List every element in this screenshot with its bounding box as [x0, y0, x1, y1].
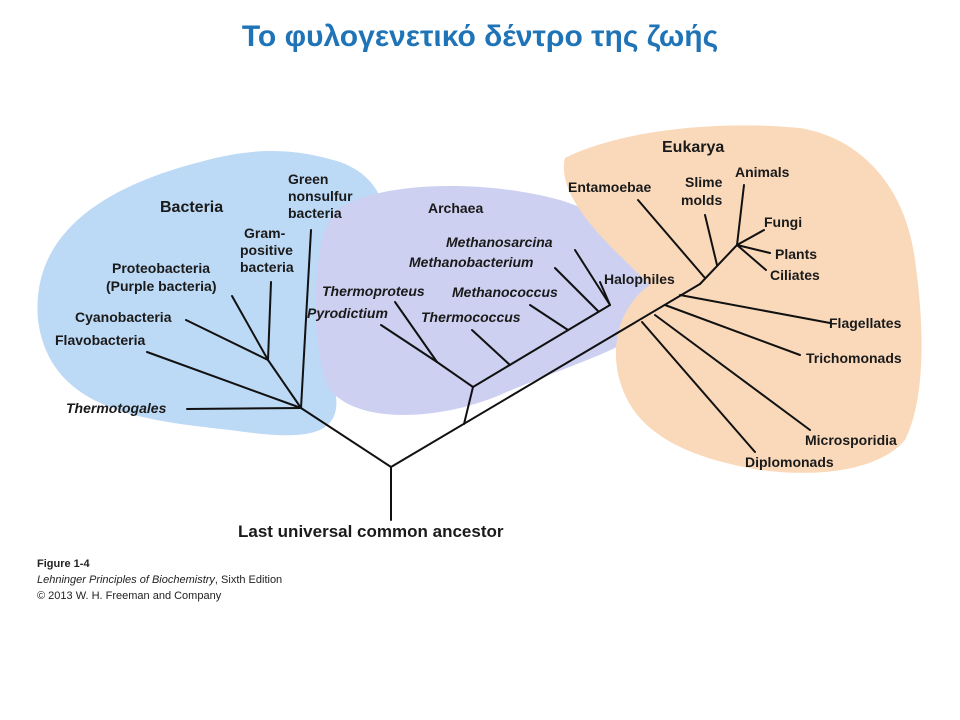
- branch-flagellates: [679, 294, 831, 324]
- eukarya-stem: [699, 244, 738, 285]
- taxon-animals: Animals: [735, 164, 790, 180]
- taxon-entamoebae: Entamoebae: [568, 179, 651, 195]
- archaea-label: Archaea: [428, 200, 483, 216]
- branch-methanosarcina: [574, 249, 611, 306]
- taxon-methanococcus: Methanococcus: [452, 284, 558, 300]
- bacteria-label: Bacteria: [160, 199, 223, 216]
- taxon-thermoproteus: Thermoproteus: [322, 283, 425, 299]
- bacteria-region: [37, 151, 385, 436]
- taxon-proteobacteria: Proteobacteria (Purple bacteria): [106, 260, 216, 294]
- branch-diplomonads: [641, 321, 756, 453]
- eukarya-region: [563, 125, 922, 473]
- branch-thermoproteus: [394, 301, 438, 363]
- taxon-flavobacteria: Flavobacteria: [55, 332, 145, 348]
- branch-gram-positive: [267, 281, 272, 361]
- slide-title: Το φυλογενετικό δέντρο της ζωής: [241, 20, 719, 53]
- archaea-euryarchaeota: [472, 304, 611, 388]
- taxon-flagellates: Flagellates: [829, 315, 902, 331]
- taxon-plants: Plants: [775, 246, 817, 262]
- taxon-green-nonsulfur: Green nonsulfur bacteria: [288, 171, 356, 221]
- archaea-eukarya-stem: [390, 283, 701, 468]
- branch-cyanobacteria: [267, 359, 302, 409]
- taxon-microsporidia: Microsporidia: [805, 432, 897, 448]
- bacteria-stem: [300, 407, 392, 468]
- archaea-region: [315, 186, 668, 415]
- branch-thermococcus: [471, 329, 511, 366]
- branch-methanococcus: [529, 304, 569, 331]
- tree-branches: [146, 184, 831, 521]
- figure-number: Figure 1-4: [37, 558, 90, 570]
- eukarya-label: Eukarya: [662, 139, 724, 156]
- taxon-thermotogales: Thermotogales: [66, 400, 167, 416]
- taxon-trichomonads: Trichomonads: [806, 350, 902, 366]
- figure-copyright: © 2013 W. H. Freeman and Company: [37, 590, 222, 602]
- taxon-cyanobacteria: Cyanobacteria: [75, 309, 172, 325]
- branch-trichomonads: [664, 304, 801, 356]
- taxon-gram-positive: Gram- positive bacteria: [240, 225, 297, 275]
- taxon-ciliates: Ciliates: [770, 267, 820, 283]
- branch-cyanobacteria-tip: [185, 319, 269, 361]
- branch-flavobacteria: [146, 351, 302, 409]
- branch-animals: [736, 184, 745, 246]
- taxon-methanobacterium: Methanobacterium: [409, 254, 533, 270]
- branch-microsporidia: [654, 314, 811, 431]
- taxon-slime-molds: Slime molds: [681, 174, 726, 208]
- branch-entamoebae: [637, 199, 706, 279]
- figure-caption: Figure 1-4 Lehninger Principles of Bioch…: [37, 556, 282, 604]
- figure-source: Lehninger Principles of Biochemistry, Si…: [37, 572, 282, 588]
- branch-slime-molds: [704, 214, 718, 266]
- taxon-methanosarcina: Methanosarcina: [446, 234, 553, 250]
- taxon-pyrodictium: Pyrodictium: [307, 305, 388, 321]
- taxon-thermococcus: Thermococcus: [421, 309, 521, 325]
- branch-methanobacterium: [554, 267, 599, 312]
- branch-pyrodictium: [380, 324, 438, 363]
- taxon-diplomonads: Diplomonads: [745, 454, 834, 470]
- archaea-stem: [463, 386, 474, 425]
- branch-proteobacteria: [231, 295, 269, 361]
- book-edition: , Sixth Edition: [214, 574, 283, 586]
- branch-plants: [736, 244, 771, 254]
- taxon-fungi: Fungi: [764, 214, 802, 230]
- branch-green-nonsulfur: [300, 229, 312, 409]
- branch-halophiles: [599, 281, 611, 306]
- branch-ciliates: [736, 244, 767, 271]
- book-title: Lehninger Principles of Biochemistry: [37, 574, 215, 586]
- branch-thermotogales: [186, 407, 302, 410]
- archaea-crenarchaeota: [436, 361, 474, 388]
- root-label: Last universal common ancestor: [238, 522, 504, 541]
- taxon-halophiles: Halophiles: [604, 271, 675, 287]
- branch-fungi: [736, 229, 765, 246]
